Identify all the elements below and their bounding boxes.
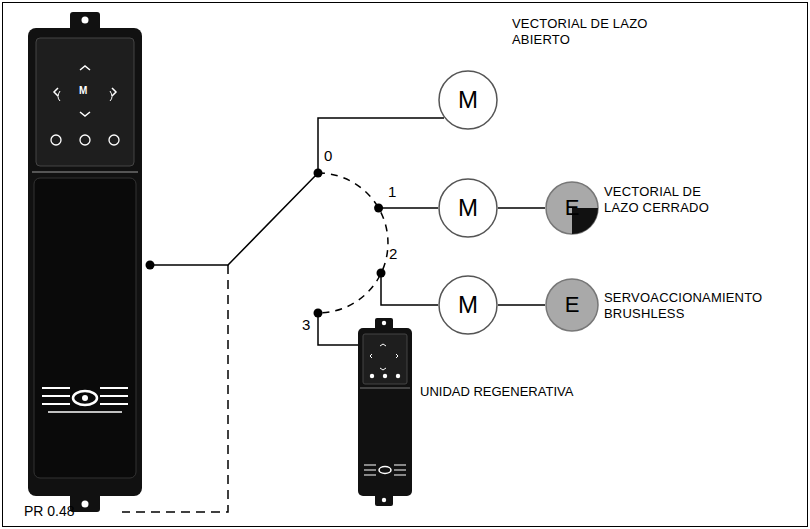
switch-position: 3	[302, 316, 310, 333]
drive-mode-label: VECTORIAL DE LAZO ABIERTO	[512, 16, 662, 49]
motor-letter: M	[458, 194, 478, 222]
selector-wiring	[122, 118, 444, 512]
drive-mode-label: SERVOACCIONAMIENTO BRUSHLESS	[604, 290, 789, 323]
motor-letter: M	[458, 86, 478, 114]
keypad-key: M	[79, 85, 87, 96]
shaft-connector	[498, 207, 545, 209]
switch-position: 1	[388, 183, 396, 200]
regenerative-unit	[358, 318, 412, 506]
switch-position: 2	[389, 245, 397, 262]
drive-unit	[28, 12, 142, 512]
frame	[3, 3, 808, 527]
circle-text-box: M	[438, 178, 498, 238]
circle-text-box: E	[545, 181, 599, 235]
motor-circle: M	[438, 178, 498, 238]
motor-letter: M	[458, 291, 478, 319]
encoder-circle: EVECTORIAL DE LAZO CERRADO	[545, 181, 599, 235]
encoder-letter: E	[565, 195, 580, 221]
circle-text-box: E	[545, 278, 599, 332]
switch-position: 0	[324, 147, 332, 164]
drive-mode-label: VECTORIAL DE LAZO CERRADO	[604, 184, 729, 217]
unit-label: UNIDAD REGENERATIVA	[420, 384, 573, 399]
motor-circle: M	[438, 275, 498, 335]
parameter-label: PR 0.48	[24, 503, 75, 519]
contact-dots	[146, 169, 386, 318]
shaft-connector	[498, 304, 545, 306]
encoder-circle: ESERVOACCIONAMIENTO BRUSHLESS	[545, 278, 599, 332]
motor-circle: MVECTORIAL DE LAZO ABIERTO	[438, 70, 498, 130]
encoder-letter: E	[565, 292, 580, 318]
circle-text-box: M	[438, 70, 498, 130]
circle-text-box: M	[438, 275, 498, 335]
